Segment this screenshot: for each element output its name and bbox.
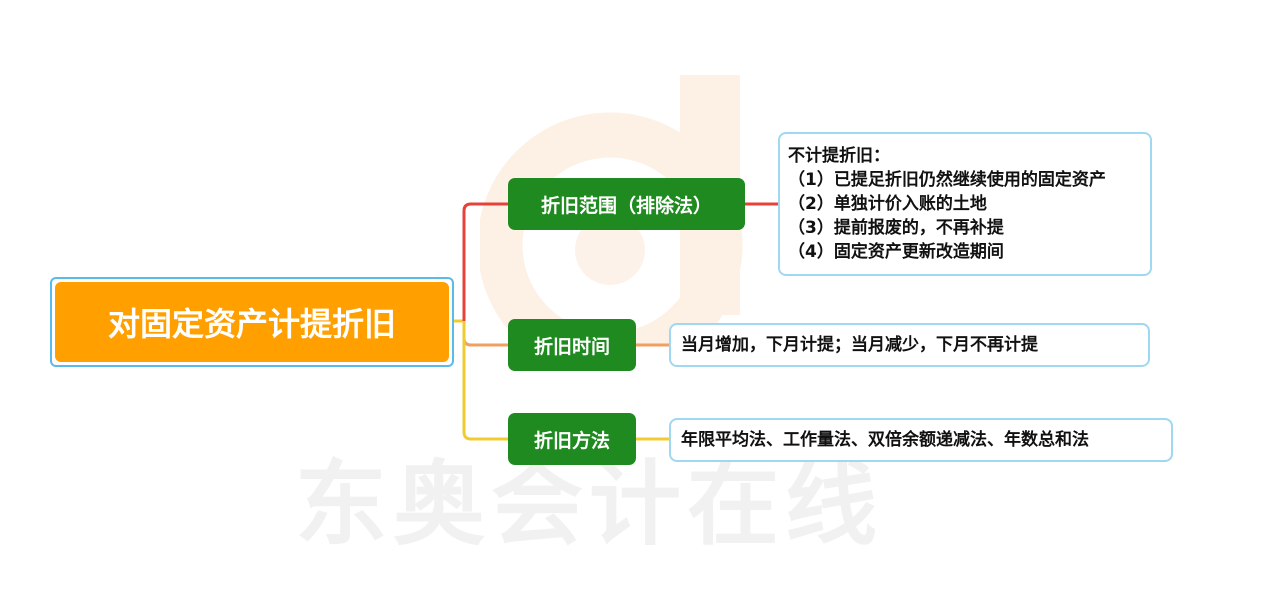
- leaf-scope-details[interactable]: 不计提折旧： （1）已提足折旧仍然继续使用的固定资产 （2）单独计价入账的土地 …: [778, 132, 1152, 276]
- leaf-scope-title: 不计提折旧：: [788, 146, 890, 166]
- branch-depreciation-scope[interactable]: 折旧范围（排除法）: [508, 178, 745, 230]
- leaf-scope-item: （4）固定资产更新改造期间: [788, 242, 1004, 262]
- branch-depreciation-timing[interactable]: 折旧时间: [508, 319, 636, 371]
- leaf-scope-item: （2）单独计价入账的土地: [788, 194, 987, 214]
- leaf-methods-text: 年限平均法、工作量法、双倍余额递减法、年数总和法: [681, 430, 1089, 450]
- root-node-label: 对固定资产计提折旧: [55, 282, 449, 362]
- branch-depreciation-methods[interactable]: 折旧方法: [508, 413, 636, 465]
- leaf-scope-item: （3）提前报废的，不再补提: [788, 218, 1004, 238]
- leaf-methods-detail[interactable]: 年限平均法、工作量法、双倍余额递减法、年数总和法: [669, 418, 1173, 462]
- leaf-timing-detail[interactable]: 当月增加，下月计提；当月减少，下月不再计提: [669, 323, 1150, 367]
- leaf-scope-item: （1）已提足折旧仍然继续使用的固定资产: [788, 170, 1106, 190]
- leaf-timing-text: 当月增加，下月计提；当月减少，下月不再计提: [681, 335, 1038, 355]
- root-node[interactable]: 对固定资产计提折旧: [50, 277, 454, 367]
